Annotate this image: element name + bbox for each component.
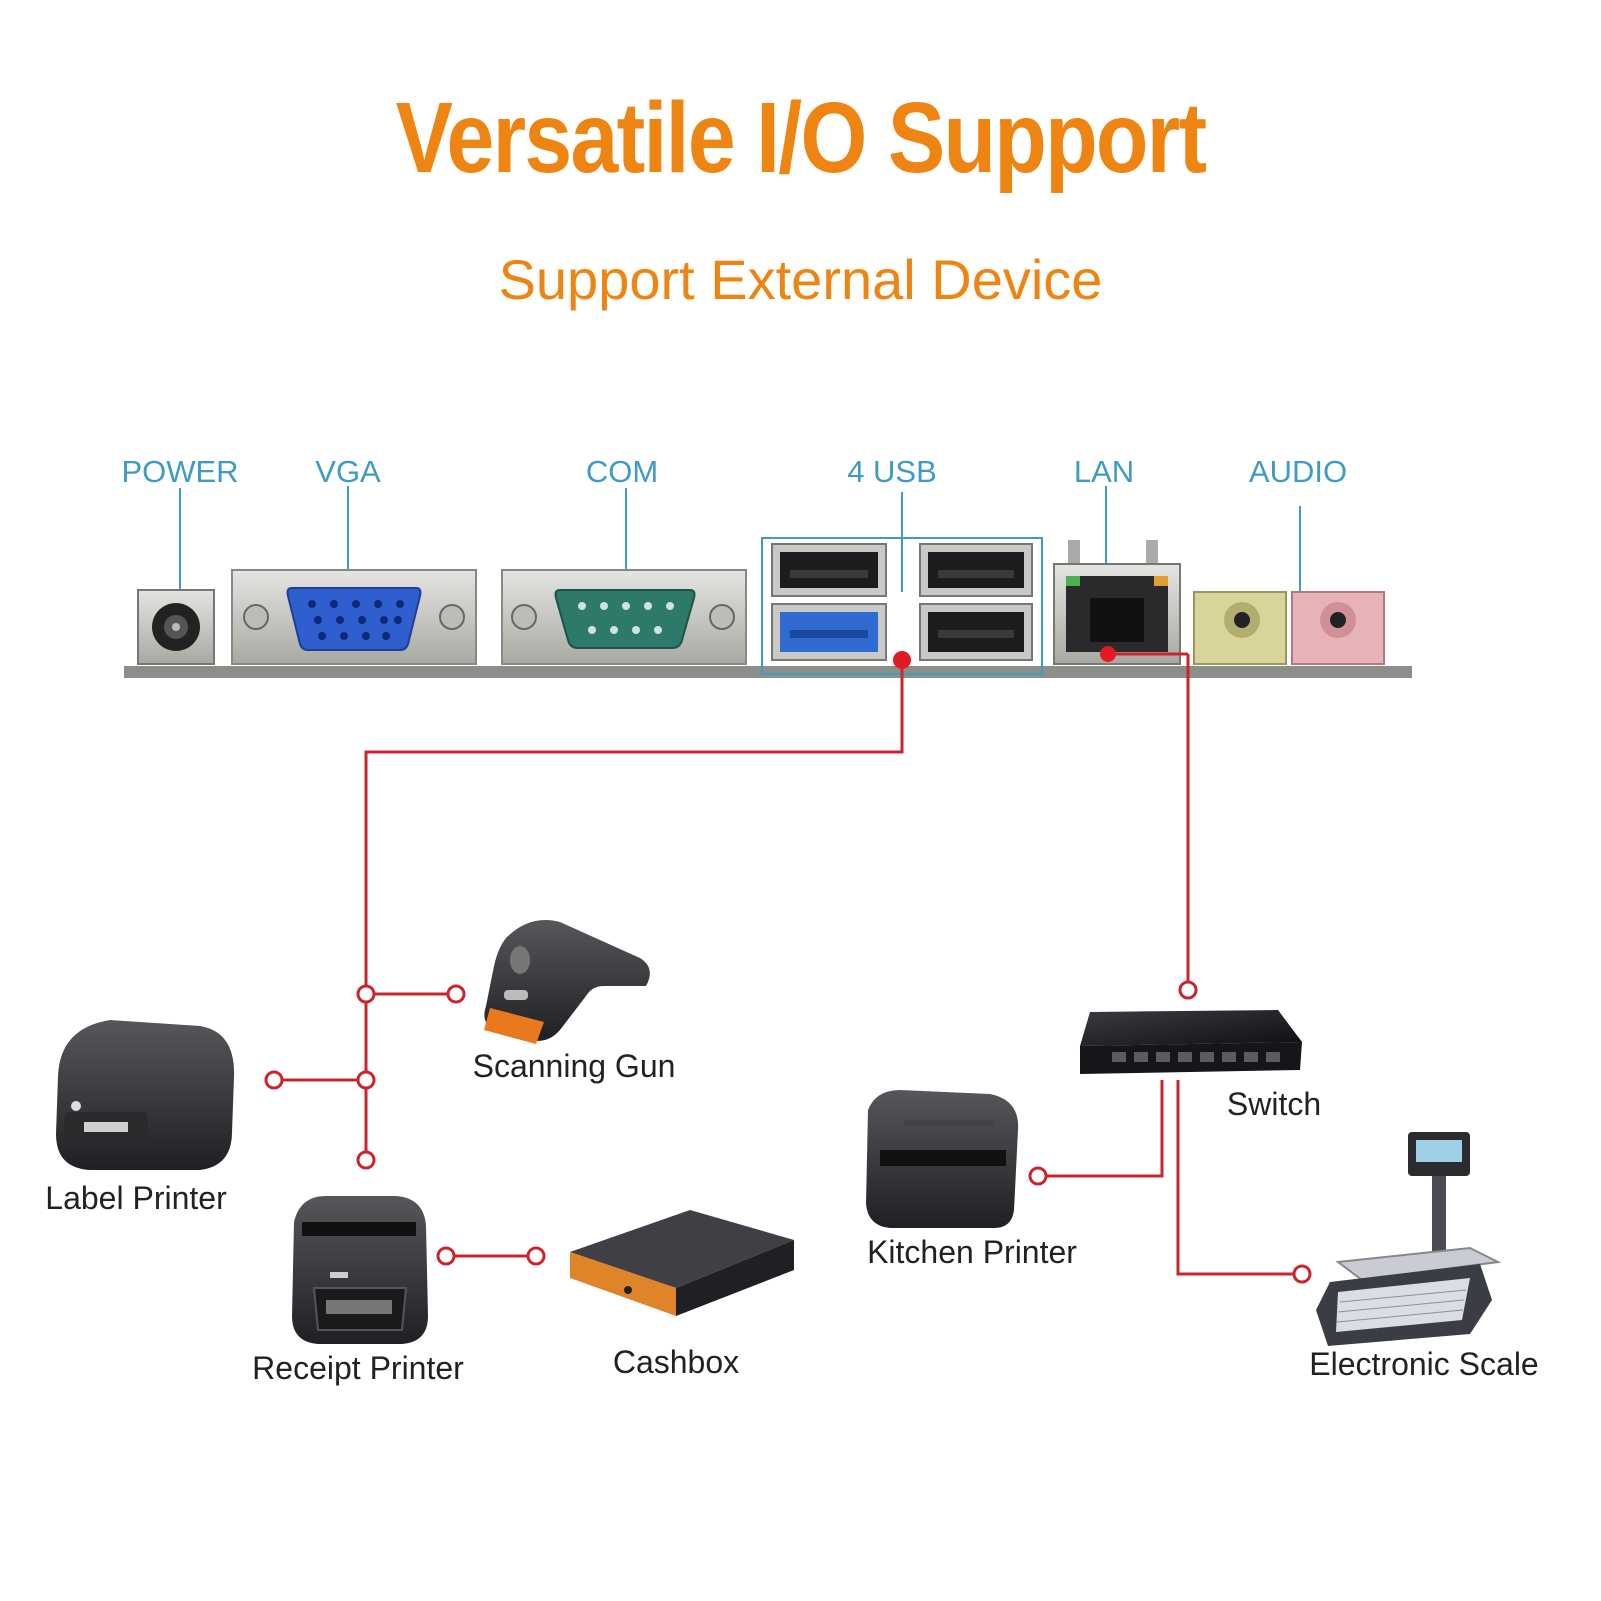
label-kitchen-printer: Kitchen Printer xyxy=(867,1234,1077,1270)
electronic-scale-icon xyxy=(1316,1132,1502,1346)
port-label-com: COM xyxy=(585,454,659,489)
switch-icon xyxy=(1080,1010,1302,1074)
cashbox-icon xyxy=(570,1210,794,1316)
port-label-power: POWER xyxy=(121,454,239,489)
connector-terminals xyxy=(264,980,1312,1284)
page-subtitle: Support External Device xyxy=(498,248,1103,311)
label-electronic-scale: Electronic Scale xyxy=(1309,1346,1539,1382)
motherboard-edge xyxy=(124,666,1412,678)
connector-lines xyxy=(274,652,1302,1276)
port-label-lan: LAN xyxy=(1073,454,1135,489)
scanning-gun-icon xyxy=(484,920,650,1044)
port-label-vga: VGA xyxy=(315,454,381,489)
vga-port-icon xyxy=(231,569,477,665)
port-label-usb: 4 USB xyxy=(847,454,937,489)
label-label-printer: Label Printer xyxy=(45,1180,227,1216)
port-label-audio: AUDIO xyxy=(1248,454,1348,489)
page-title: Versatile I/O Support xyxy=(395,82,1207,194)
lan-junction-dot xyxy=(1100,646,1116,662)
receipt-printer-icon xyxy=(292,1196,428,1344)
usb-ports-icon xyxy=(761,537,1043,675)
label-receipt-printer: Receipt Printer xyxy=(252,1350,464,1386)
com-port-icon xyxy=(501,569,747,665)
power-jack-icon xyxy=(137,589,215,665)
label-switch: Switch xyxy=(1226,1086,1322,1122)
lan-port-icon xyxy=(1053,540,1181,665)
usb-junction-dot xyxy=(893,651,911,669)
label-printer-icon xyxy=(56,1020,235,1170)
label-scanning-gun: Scanning Gun xyxy=(472,1048,676,1084)
kitchen-printer-icon xyxy=(866,1090,1019,1228)
audio-jacks-icon xyxy=(1193,591,1385,665)
label-cashbox: Cashbox xyxy=(612,1344,740,1380)
